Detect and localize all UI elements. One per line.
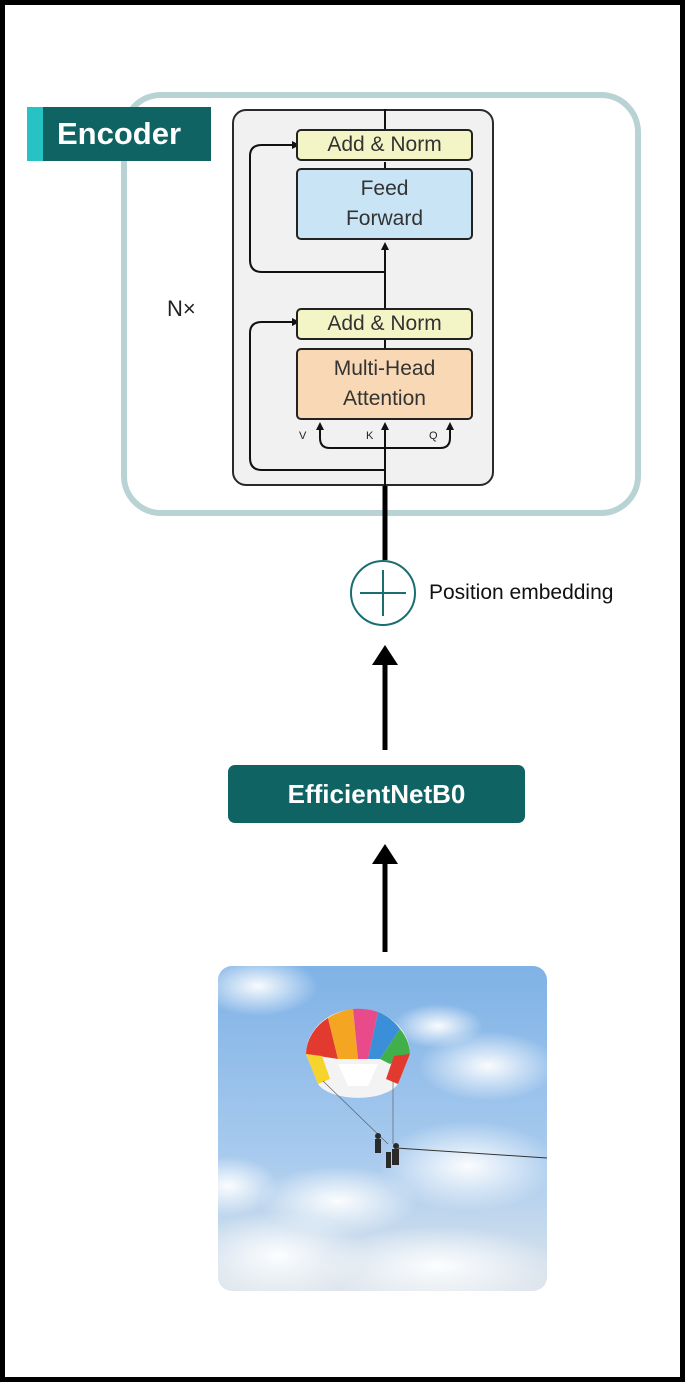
efficientnet-box: EfficientNetB0 — [228, 765, 525, 823]
encoder-tag-accent — [27, 107, 43, 161]
position-embedding-label: Position embedding — [429, 581, 614, 604]
mha-line2: Attention — [343, 387, 426, 410]
multi-head-attention-box: Multi-Head Attention — [296, 348, 473, 420]
encoder-layer-block — [232, 109, 494, 486]
feed-forward-box: Feed Forward — [296, 168, 473, 240]
add-norm-bottom: Add & Norm — [296, 308, 473, 340]
add-norm-top: Add & Norm — [296, 129, 473, 161]
add-norm-bottom-label: Add & Norm — [327, 312, 442, 335]
feed-forward-line2: Forward — [345, 207, 424, 230]
parasailing-photo-icon — [218, 966, 547, 1291]
repeat-label: N× — [167, 296, 196, 321]
q-label: Q — [429, 430, 438, 442]
mha-line1: Multi-Head — [333, 357, 436, 380]
k-label: K — [366, 430, 374, 442]
add-norm-top-label: Add & Norm — [327, 133, 442, 156]
encoder-container — [121, 92, 641, 516]
v-label: V — [299, 430, 307, 442]
encoder-tag-label: Encoder — [57, 116, 182, 151]
efficientnet-label: EfficientNetB0 — [287, 779, 466, 809]
encoder-tag: Encoder — [27, 107, 211, 161]
position-embedding-plus-icon — [350, 560, 416, 626]
feed-forward-line1: Feed — [360, 177, 409, 200]
input-image — [218, 966, 547, 1291]
